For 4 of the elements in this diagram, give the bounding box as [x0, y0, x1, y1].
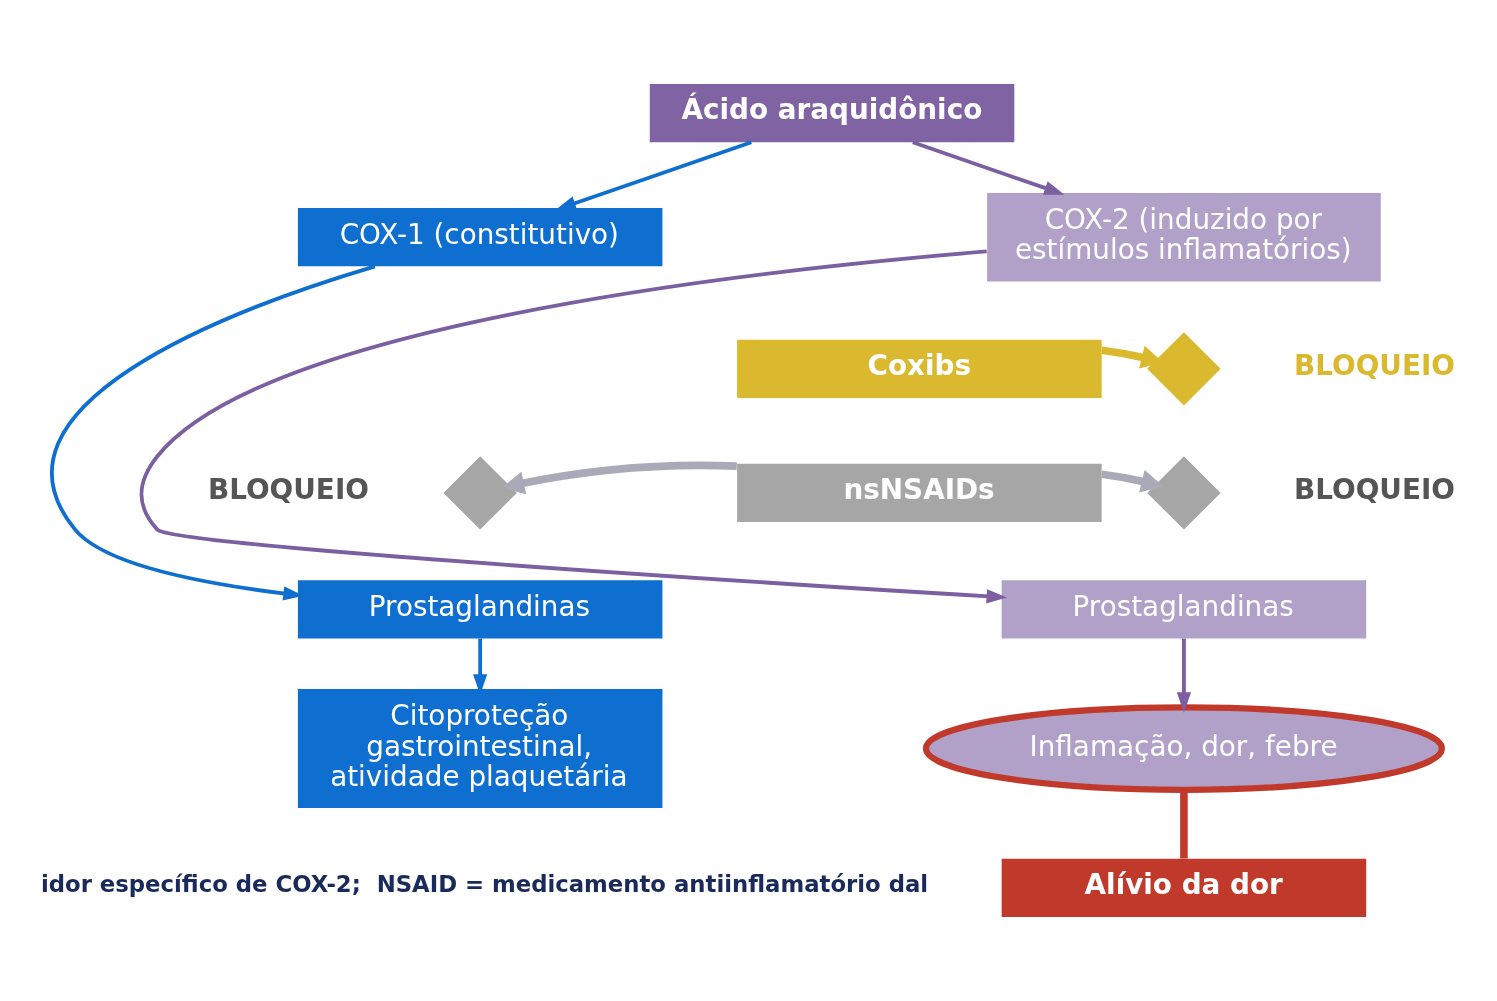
- node-label: BLOQUEIO: [1294, 348, 1455, 382]
- node-label: BLOQUEIO: [208, 472, 369, 506]
- label: idor específico de COX-2; NSAID = medicamento antiinflamatório dal: [40, 871, 929, 898]
- node-label: BLOQUEIO: [1294, 472, 1455, 506]
